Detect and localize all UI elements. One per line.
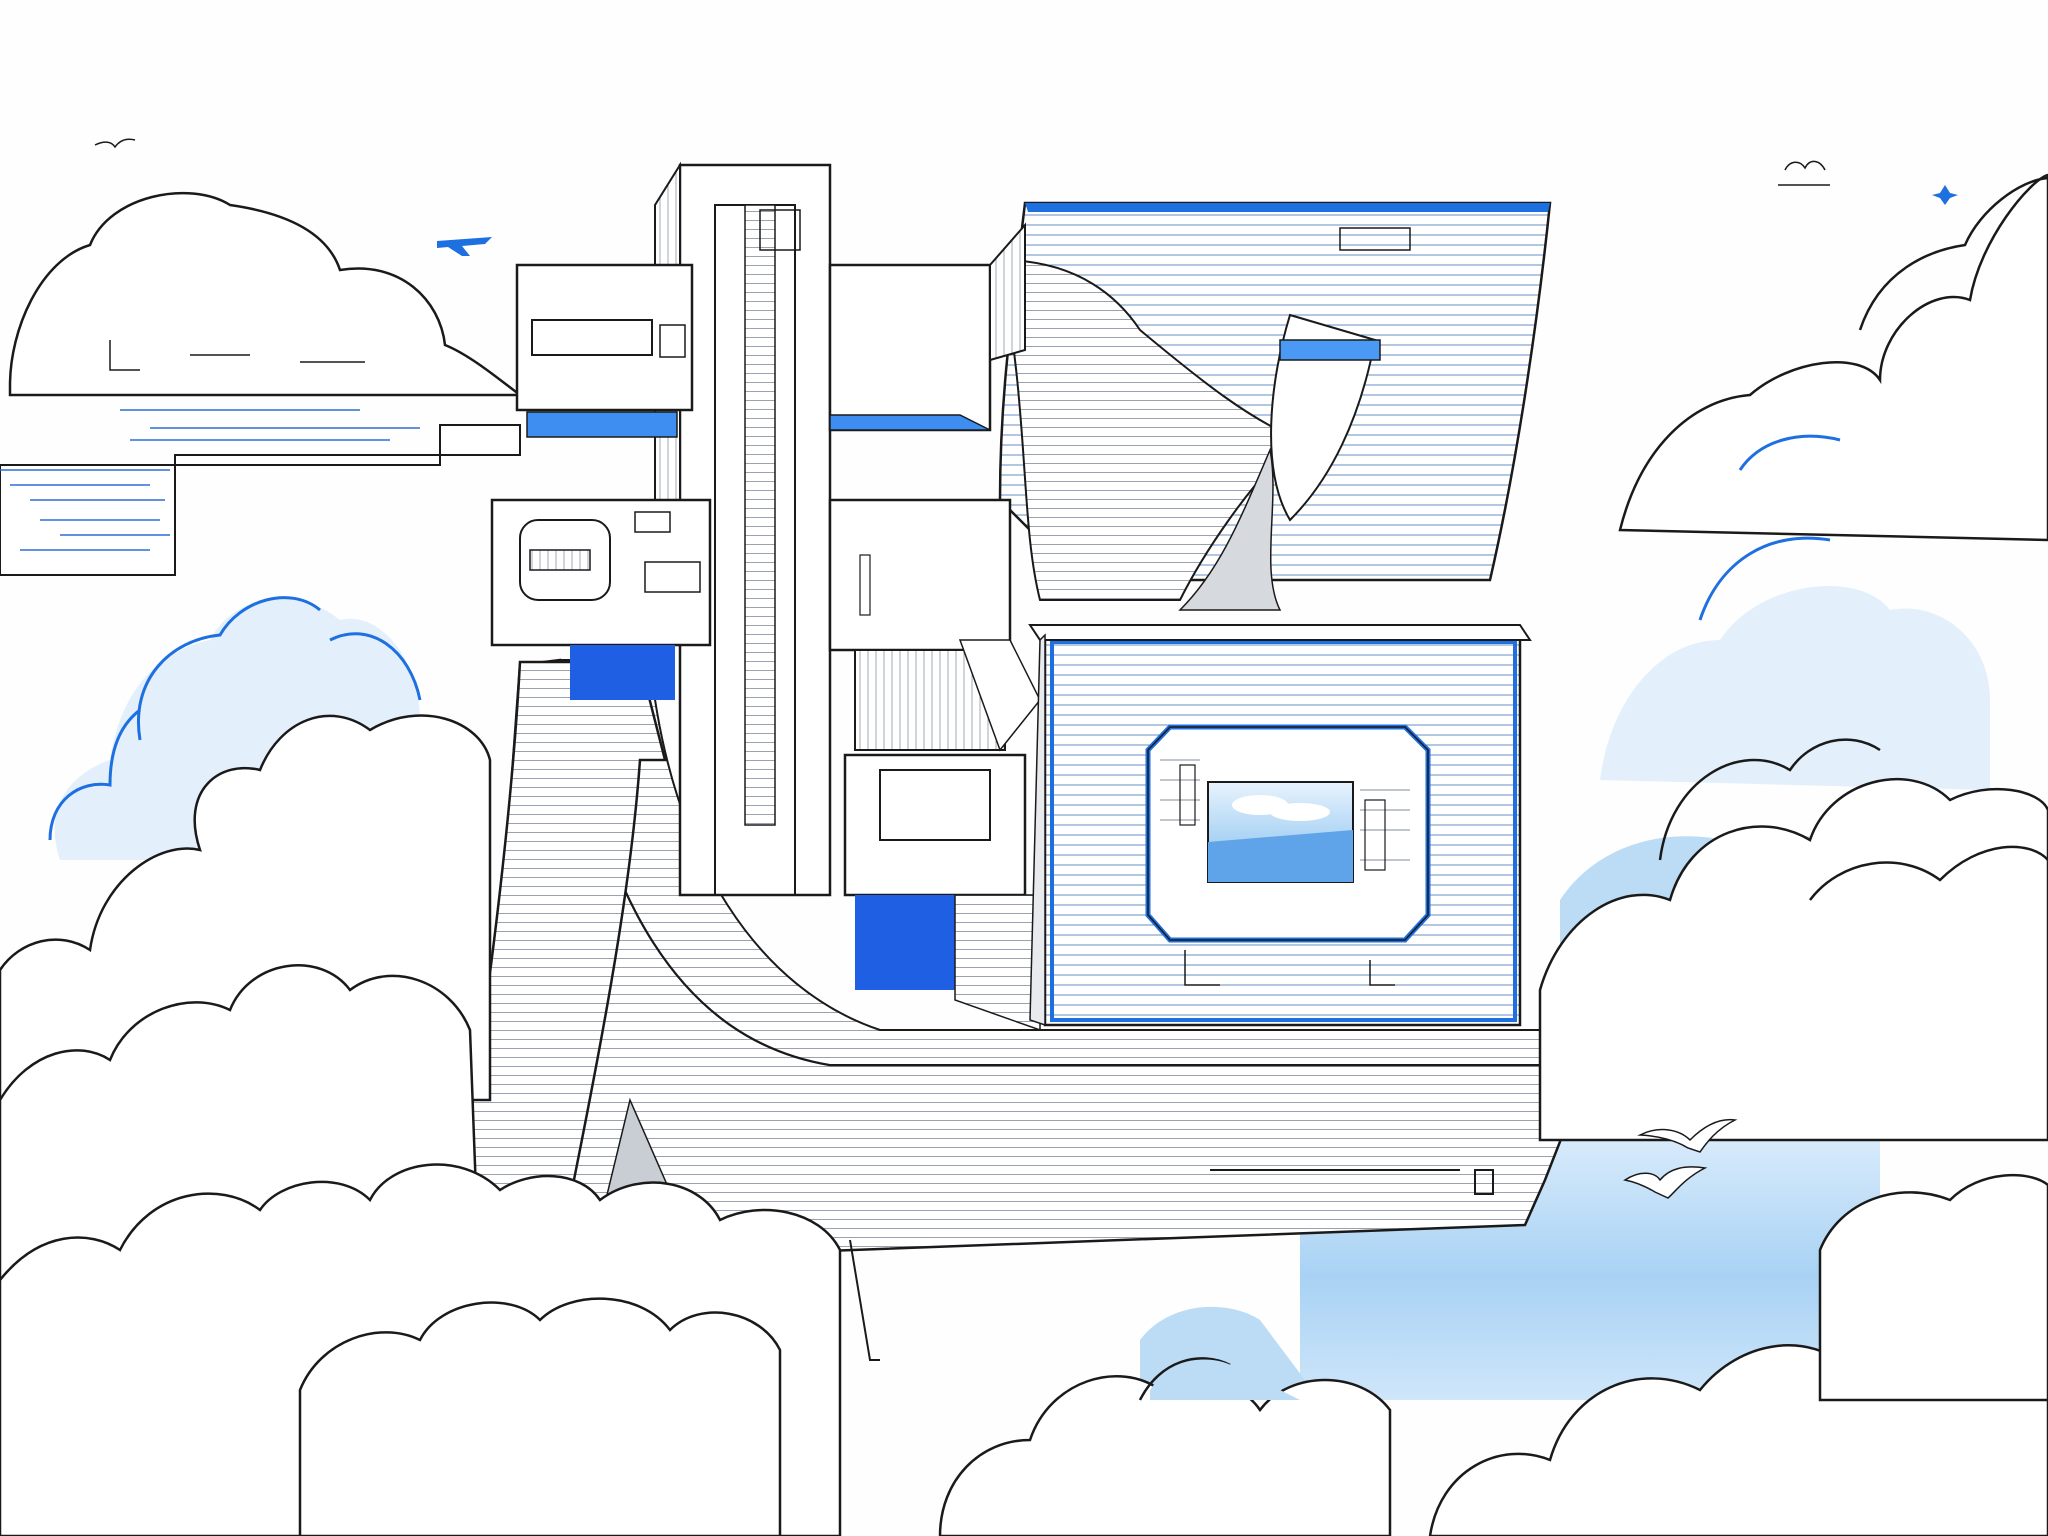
foreground-clouds <box>0 714 2048 1536</box>
seagulls <box>94 138 1738 1199</box>
framed-sky-window <box>1145 724 1431 943</box>
cloud-icon <box>1138 1357 1231 1401</box>
cloud-icon <box>1809 845 2048 901</box>
cloud-icon <box>1858 176 2048 331</box>
cloud-icon <box>938 1375 1392 1536</box>
bird-icon <box>1637 1118 1738 1153</box>
upper-left-module <box>515 263 694 412</box>
cloud-icon <box>8 192 524 397</box>
cloud-icon <box>1538 778 2048 1142</box>
cloud-icon <box>298 1297 782 1536</box>
distant-birds-right <box>1778 160 1830 186</box>
floating-architectural-building <box>448 161 1593 1361</box>
bird-icon <box>94 138 136 149</box>
bird-icon <box>1784 160 1826 171</box>
airplane-icon <box>437 237 492 256</box>
cloud-icon <box>1818 1174 2048 1402</box>
distant-platform-left <box>0 340 521 576</box>
background-clouds <box>8 173 2048 542</box>
cloud-icon <box>1618 173 2048 542</box>
sparkle-icon <box>1932 185 1958 205</box>
cloud-icon <box>1658 738 1881 861</box>
airplane <box>437 237 492 256</box>
bird-icon <box>1623 1166 1708 1199</box>
